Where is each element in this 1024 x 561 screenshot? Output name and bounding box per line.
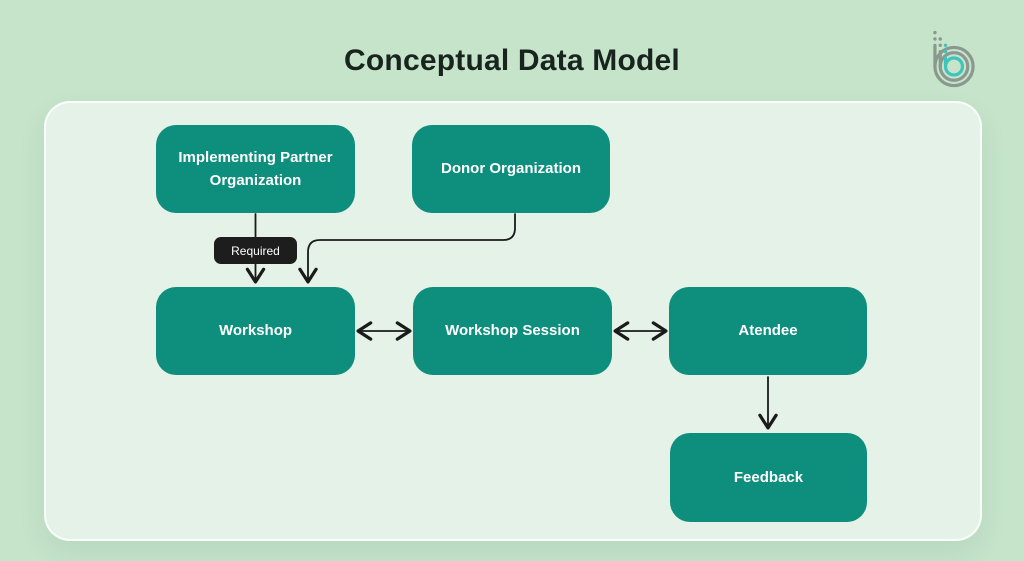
brand-logo-icon [933, 30, 975, 88]
node-label: Implementing Partner Organization [178, 148, 333, 189]
node-workshop: Workshop [156, 287, 355, 375]
node-donor-organization: Donor Organization [412, 125, 610, 213]
node-feedback: Feedback [670, 433, 867, 522]
node-atendee: Atendee [669, 287, 867, 375]
node-label: Workshop Session [445, 322, 580, 340]
node-workshop-session: Workshop Session [413, 287, 612, 375]
node-label: Atendee [738, 322, 798, 340]
page-title: Conceptual Data Model [344, 44, 680, 77]
node-implementing-partner-organization: Implementing Partner Organization [156, 125, 355, 213]
node-label: Workshop [218, 322, 293, 340]
node-label: Feedback [733, 468, 804, 486]
required-badge: Required [214, 237, 297, 264]
node-label: Donor Organization [441, 160, 581, 178]
